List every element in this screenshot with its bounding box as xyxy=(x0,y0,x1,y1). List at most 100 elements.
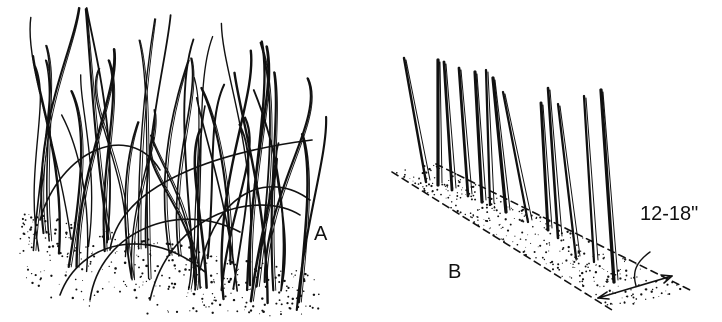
soil-speck xyxy=(626,296,628,298)
row-edge-right xyxy=(436,164,690,290)
cane-outline xyxy=(202,88,233,264)
soil-speck xyxy=(185,264,186,265)
soil-speck xyxy=(624,301,626,303)
soil-speck xyxy=(143,282,144,283)
soil-speck xyxy=(216,260,218,262)
soil-speck xyxy=(624,261,625,262)
soil-speck xyxy=(671,281,673,283)
soil-speck xyxy=(610,303,612,305)
soil-speck xyxy=(631,295,633,297)
soil-speck xyxy=(606,279,608,281)
soil-speck xyxy=(548,250,549,251)
soil-speck xyxy=(624,258,626,260)
soil-speck xyxy=(461,189,462,190)
soil-speck xyxy=(409,178,410,179)
soil-speck xyxy=(30,216,32,218)
soil-speck xyxy=(286,290,288,292)
soil-speck xyxy=(603,286,604,287)
soil-speck xyxy=(573,261,575,263)
soil-speck xyxy=(517,244,519,246)
soil-speck xyxy=(23,250,25,252)
soil-speck xyxy=(436,189,438,191)
soil-speck xyxy=(67,256,69,258)
soil-speck xyxy=(465,214,466,215)
soil-speck xyxy=(396,172,398,174)
soil-speck xyxy=(544,227,545,228)
soil-speck xyxy=(534,251,536,253)
soil-speck xyxy=(90,263,92,265)
soil-speck xyxy=(238,269,239,270)
soil-speck xyxy=(645,299,646,300)
soil-speck xyxy=(65,274,67,276)
soil-speck xyxy=(280,313,282,315)
soil-speck xyxy=(557,263,559,265)
soil-speck xyxy=(559,251,560,252)
soil-speck xyxy=(67,254,68,255)
soil-speck xyxy=(252,305,254,307)
pruned-cane xyxy=(601,90,614,282)
soil-speck xyxy=(52,245,54,247)
soil-speck xyxy=(538,234,539,235)
soil-speck xyxy=(499,213,500,214)
soil-speck xyxy=(543,240,545,242)
soil-speck xyxy=(446,184,448,186)
soil-speck xyxy=(202,301,203,302)
soil-speck xyxy=(420,182,422,184)
soil-speck xyxy=(403,177,404,178)
soil-speck xyxy=(291,273,293,275)
soil-speck xyxy=(31,246,33,248)
soil-speck xyxy=(301,314,302,315)
soil-speck xyxy=(579,275,581,277)
soil-speck xyxy=(473,214,474,215)
soil-speck xyxy=(24,213,26,215)
soil-speck xyxy=(462,187,463,188)
soil-speck xyxy=(520,238,522,240)
label-a: A xyxy=(314,224,327,244)
soil-speck xyxy=(70,224,72,226)
soil-speck xyxy=(230,279,232,281)
soil-speck xyxy=(145,265,148,268)
soil-speck xyxy=(586,264,588,266)
soil-speck xyxy=(49,255,50,256)
soil-speck xyxy=(141,272,143,274)
soil-speck xyxy=(477,219,478,220)
soil-speck xyxy=(237,274,238,275)
soil-speck xyxy=(167,288,169,290)
soil-speck xyxy=(521,206,522,207)
soil-speck xyxy=(457,185,459,187)
soil-speck xyxy=(318,293,320,295)
soil-speck xyxy=(264,304,266,306)
soil-speck xyxy=(142,285,143,286)
soil-speck xyxy=(245,306,247,308)
soil-speck xyxy=(216,256,217,257)
soil-speck xyxy=(625,270,627,272)
soil-speck xyxy=(427,192,428,193)
soil-speck xyxy=(527,234,528,235)
soil-speck xyxy=(213,279,214,280)
soil-speck xyxy=(558,269,560,271)
soil-speck xyxy=(668,293,670,295)
soil-speck xyxy=(525,254,527,256)
soil-speck xyxy=(108,266,109,267)
soil-speck xyxy=(413,176,414,177)
soil-speck xyxy=(192,307,194,309)
soil-speck xyxy=(540,221,541,222)
soil-speck xyxy=(168,311,169,312)
soil-speck xyxy=(521,213,522,214)
soil-speck xyxy=(552,264,554,266)
soil-speck xyxy=(31,282,33,284)
soil-speck xyxy=(242,297,243,298)
soil-speck xyxy=(275,303,277,305)
soil-speck xyxy=(216,273,217,274)
soil-speck xyxy=(572,267,573,268)
soil-speck xyxy=(404,169,406,171)
soil-speck xyxy=(569,232,571,234)
soil-speck xyxy=(570,253,572,255)
soil-speck xyxy=(565,259,567,261)
soil-speck xyxy=(138,266,140,268)
soil-speck xyxy=(457,192,458,193)
soil-speck xyxy=(153,243,154,244)
soil-speck xyxy=(447,187,448,188)
soil-speck xyxy=(114,267,117,270)
soil-speck xyxy=(81,268,83,270)
